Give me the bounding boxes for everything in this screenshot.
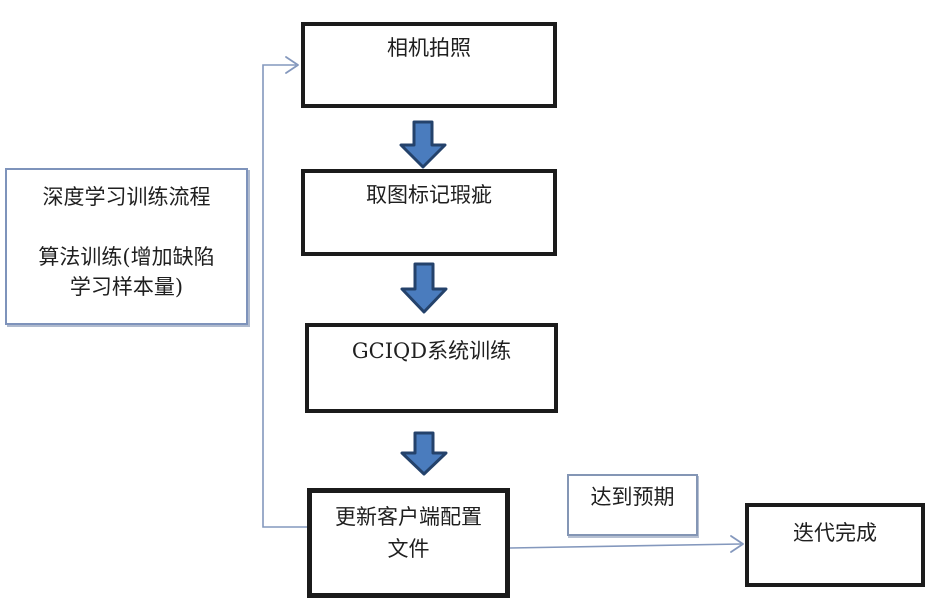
feedback-line: [262, 64, 307, 528]
condition-label-box: 达到预期: [567, 474, 698, 536]
node-mark-defects: 取图标记瑕疵: [301, 169, 557, 256]
node-system-training: GCIQD系统训练: [305, 323, 558, 413]
feedback-arrowhead-icon: [285, 56, 299, 74]
down-block-arrow-3: [400, 431, 448, 476]
node-camera-label: 相机拍照: [387, 36, 471, 60]
node-iteration-done-label: 迭代完成: [793, 521, 877, 545]
node-update-config-line1: 更新客户端配置: [335, 505, 482, 529]
side-panel-line3: 学习样本量): [69, 275, 184, 299]
node-iteration-done: 迭代完成: [745, 503, 925, 587]
node-update-config: 更新客户端配置 文件: [307, 488, 510, 598]
down-block-arrow-2: [400, 262, 448, 314]
node-update-config-line2: 文件: [387, 537, 430, 561]
down-block-arrow-1: [399, 120, 447, 169]
node-system-training-label: GCIQD系统训练: [351, 339, 512, 363]
node-camera: 相机拍照: [301, 22, 557, 108]
side-panel: 深度学习训练流程 算法训练(增加缺陷 学习样本量): [5, 168, 248, 325]
result-line: [509, 543, 742, 549]
condition-label-text: 达到预期: [590, 485, 675, 509]
side-panel-line1: 深度学习训练流程: [42, 185, 211, 209]
side-panel-spacer: [7, 212, 246, 242]
side-panel-line2: 算法训练(增加缺陷: [38, 245, 215, 269]
result-arrowhead-icon: [730, 535, 744, 553]
node-mark-defects-label: 取图标记瑕疵: [366, 183, 492, 207]
